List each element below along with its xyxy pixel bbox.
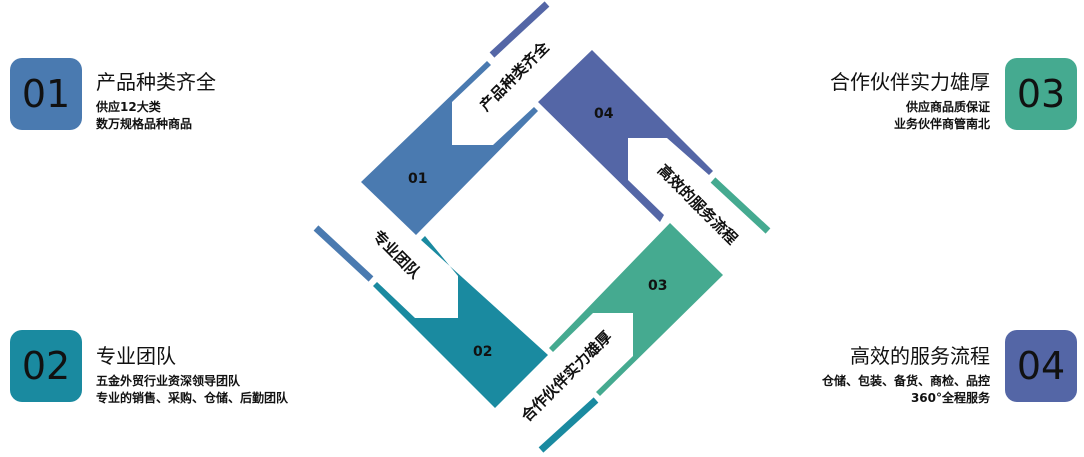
info-04-title: 高效的服务流程: [850, 344, 990, 368]
info-04-line: 360°全程服务: [910, 391, 990, 405]
segment-01-number: 01: [408, 171, 427, 187]
segment-03: [549, 223, 723, 396]
info-04-line: 仓储、包装、备货、商检、品控: [821, 374, 990, 388]
segment-04-number: 04: [594, 106, 614, 122]
info-01-line: 数万规格品种商品: [96, 117, 193, 131]
info-03-title: 合作伙伴实力雄厚: [830, 70, 990, 94]
badge-02: 02: [10, 330, 82, 402]
info-03-line: 供应商品质保证: [905, 100, 990, 114]
info-02-line: 五金外贸行业资深领导团队: [96, 374, 241, 388]
badge-03: 03: [1005, 58, 1077, 130]
segment-04: [538, 50, 713, 222]
info-01-title: 产品种类齐全: [96, 70, 216, 94]
info-03-line: 业务伙伴商管南北: [893, 117, 990, 131]
info-02: 专业团队 五金外贸行业资深领导团队 专业的销售、采购、仓储、后勤团队: [96, 340, 356, 407]
info-01: 产品种类齐全 供应12大类 数万规格品种商品: [96, 66, 356, 133]
segment-02-number: 02: [473, 344, 492, 360]
info-01-line: 供应12大类: [96, 100, 161, 114]
stripe-right: [710, 177, 771, 234]
segment-03-number: 03: [648, 278, 667, 294]
segment-01: [361, 61, 538, 235]
stripe-left: [313, 225, 374, 282]
badge-04: 04: [1005, 330, 1077, 402]
info-02-line: 专业的销售、采购、仓储、后勤团队: [96, 391, 289, 405]
info-02-title: 专业团队: [96, 344, 176, 368]
badge-01: 01: [10, 58, 82, 130]
segment-02: [373, 236, 548, 408]
stripe-bottom: [538, 397, 599, 453]
segment-02-label: 专业团队: [369, 227, 425, 283]
info-03: 合作伙伴实力雄厚 供应商品质保证 业务伙伴商管南北: [730, 66, 990, 133]
info-04: 高效的服务流程 仓储、包装、备货、商检、品控 360°全程服务: [730, 340, 990, 407]
stripe-top: [489, 1, 550, 58]
